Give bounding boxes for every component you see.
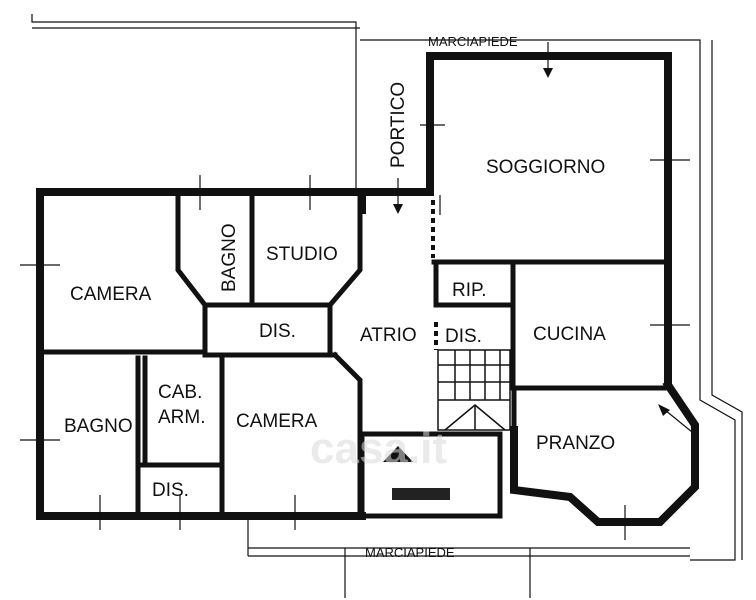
label-bagno-top: BAGNO [219,223,240,292]
label-marciapiede-top: MARCIAPIEDE [428,34,518,49]
label-dis-bottom: DIS. [152,480,189,501]
label-atrio: ATRIO [360,325,417,346]
window-marks [20,124,690,540]
interior-walls [37,193,667,519]
label-soggiorno: SOGGIORNO [486,157,605,178]
label-cucina: CUCINA [533,324,606,345]
outer-walls [36,52,699,526]
label-dis-center: DIS. [259,321,296,342]
label-marciapiede-bottom: MARCIAPIEDE [365,545,455,560]
property-boundary [31,14,743,598]
entrance-plaque-icon [392,488,450,500]
watermark: casa.it [310,424,447,473]
label-cab: CAB. [158,382,202,403]
label-camera-center: CAMERA [236,411,318,432]
entry-arrows [383,42,693,462]
label-studio: STUDIO [266,244,338,265]
label-camera-left: CAMERA [70,284,152,305]
label-rip: RIP. [452,280,487,301]
label-pranzo: PRANZO [536,433,615,454]
label-arm: ARM. [158,407,206,428]
room-labels: MARCIAPIEDE MARCIAPIEDE PORTICO SOGGIORN… [64,34,615,560]
label-portico: PORTICO [388,82,409,168]
label-bagno-left: BAGNO [64,416,133,437]
staircase [437,349,511,431]
label-dis-right: DIS. [445,326,482,347]
